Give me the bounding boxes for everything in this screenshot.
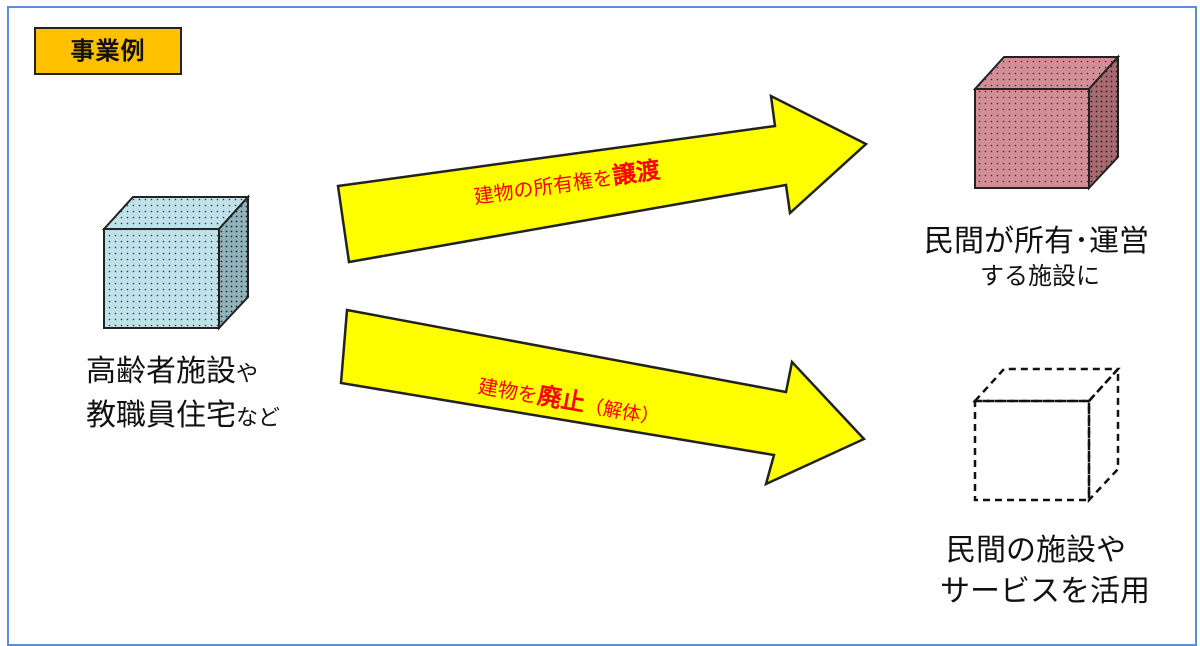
- source-label-line2: 教職員住宅など: [86, 390, 280, 434]
- source-building-cube: [101, 194, 251, 331]
- abolish-arrow: [339, 308, 867, 487]
- transfer-arrow: [336, 93, 869, 264]
- private-owned-label-line1: 民間が所有･運営: [924, 224, 1149, 259]
- private-owned-label-line2: する施設に: [980, 262, 1100, 290]
- source-label-line1-main: 高齢者施設: [86, 354, 236, 389]
- example-badge: 事業例: [34, 27, 182, 75]
- dashed-placeholder-cube: [972, 365, 1121, 504]
- source-label-line2-tail: など: [236, 406, 281, 431]
- diagram-graphics: [101, 54, 1121, 504]
- diagram-canvas: 事業例: [7, 6, 1197, 646]
- source-label-line2-main: 教職員住宅: [86, 398, 236, 433]
- private-service-label-line2: サービスを活用: [940, 574, 1150, 609]
- source-label-line1: 高齢者施設や: [86, 346, 258, 390]
- transfer-arrow-label-emphasis: 譲渡: [610, 155, 662, 191]
- private-service-label-line1: 民間の施設や: [946, 533, 1126, 568]
- private-owned-cube: [972, 54, 1121, 191]
- source-label-line1-tail: や: [236, 362, 259, 387]
